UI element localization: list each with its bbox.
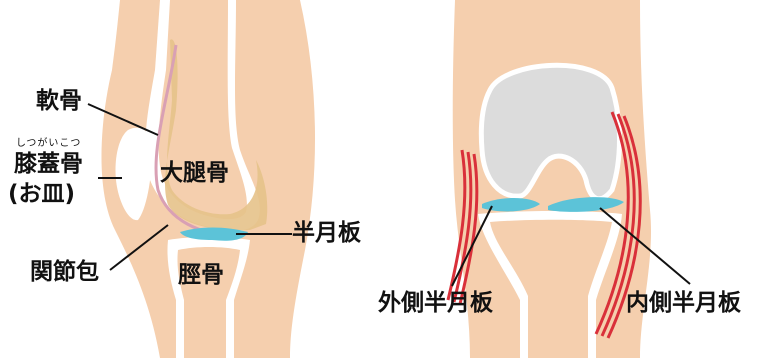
cartilage-label: 軟骨 bbox=[36, 90, 82, 113]
kneecap-reading-label: しつがいこつ bbox=[16, 139, 81, 149]
femur-label: 大腿骨 bbox=[160, 162, 229, 185]
lateral-meniscus-label: 外側半月板 bbox=[378, 292, 493, 315]
joint-capsule-label: 関節包 bbox=[30, 261, 99, 284]
meniscus-label: 半月板 bbox=[292, 222, 361, 245]
medial-meniscus-label: 内側半月板 bbox=[626, 292, 741, 315]
tibia-label: 脛骨 bbox=[178, 264, 224, 287]
kneecap-alias-label: (お皿) bbox=[8, 183, 75, 206]
kneecap-label: 膝蓋骨 bbox=[14, 153, 83, 176]
